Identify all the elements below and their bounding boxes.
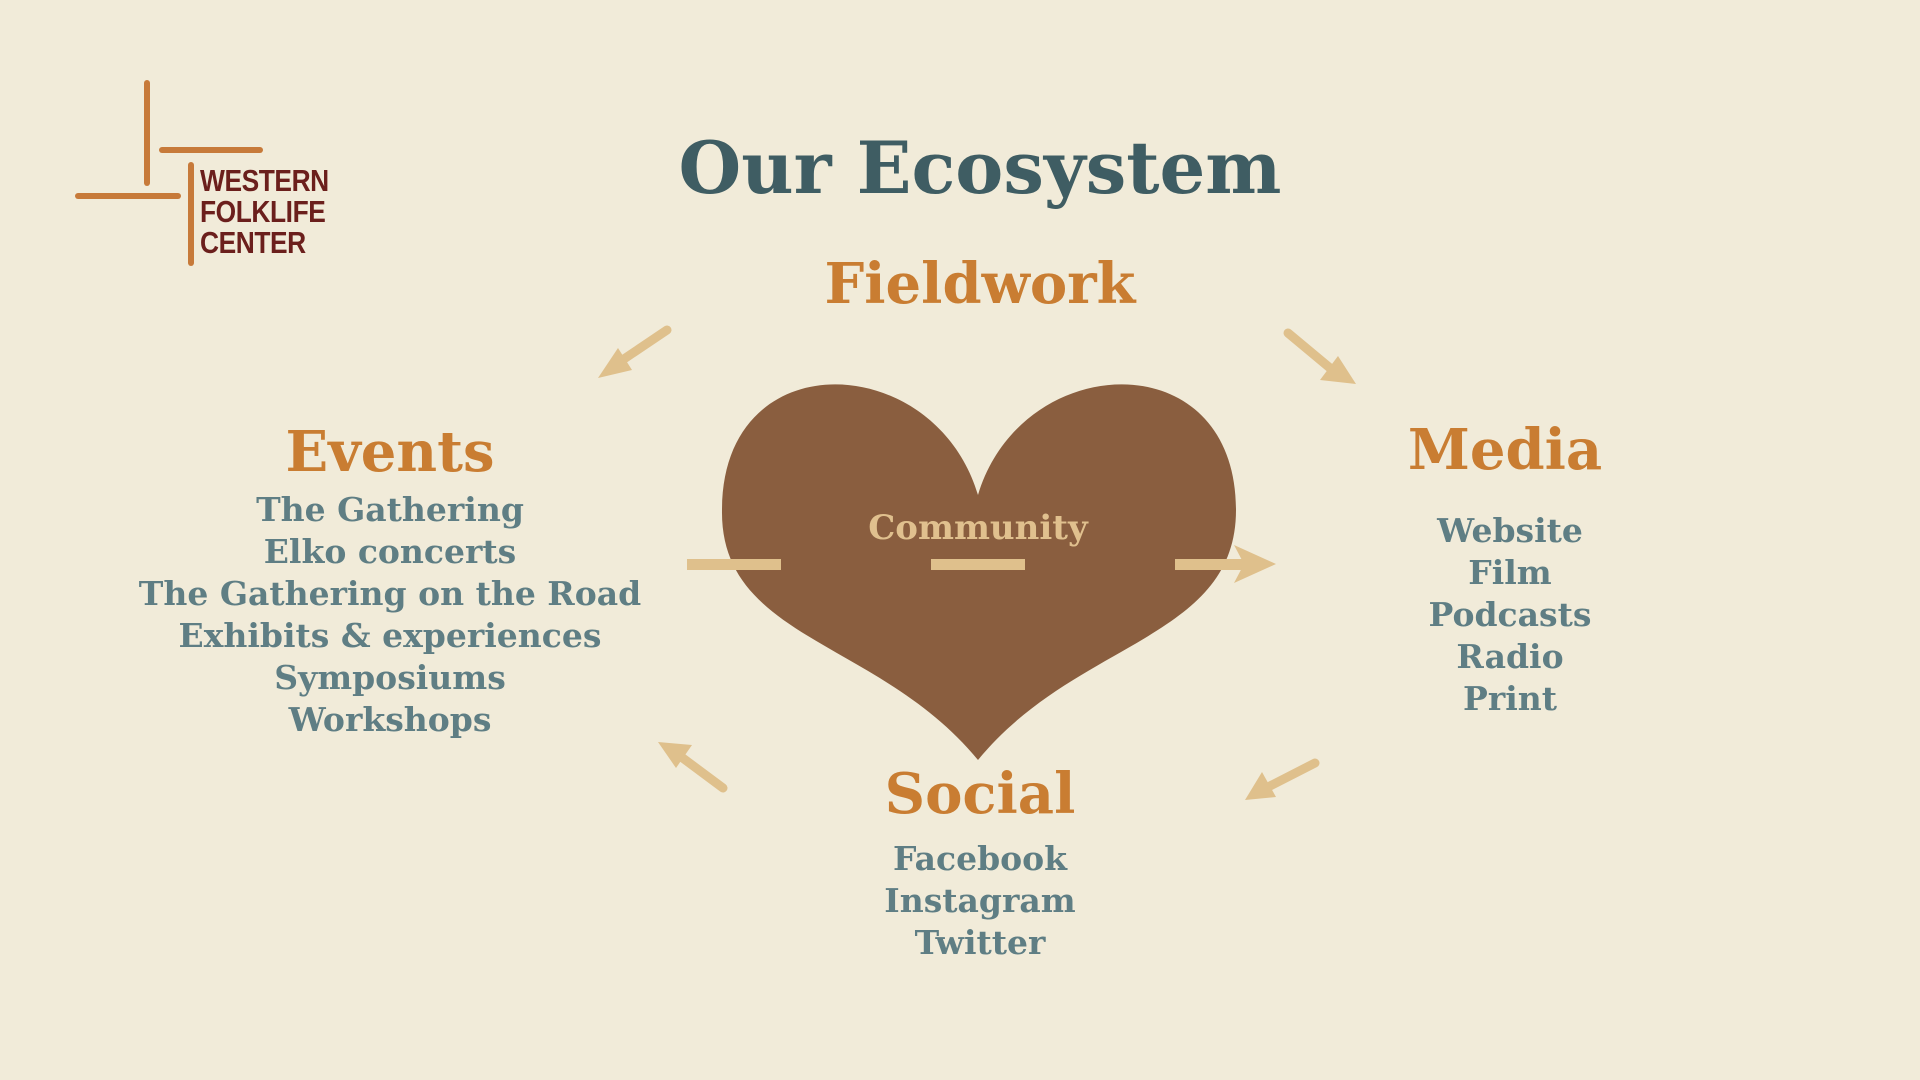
- list-item: Film: [1468, 553, 1552, 592]
- connector-community-center: [931, 559, 1025, 570]
- arrow-fieldwork-to-media: [1283, 328, 1356, 384]
- media-list: Website Film Podcasts Radio Print: [1360, 510, 1660, 720]
- heart-shape: [721, 384, 1236, 760]
- list-item: Elko concerts: [263, 532, 517, 571]
- media-heading: Media: [1407, 417, 1603, 483]
- logo-line-western: WESTERN: [200, 163, 329, 198]
- list-item: Exhibits & experiences: [178, 616, 602, 655]
- list-item: The Gathering on the Road: [138, 574, 642, 613]
- arrow-media-to-social: [1245, 758, 1320, 800]
- list-item: Radio: [1456, 637, 1564, 676]
- list-item: The Gathering: [256, 490, 524, 529]
- list-item: Facebook: [892, 839, 1068, 878]
- list-item: Website: [1437, 511, 1583, 550]
- arrow-community-to-media: [1175, 545, 1276, 583]
- logo-line-folklife: FOLKLIFE: [200, 194, 326, 229]
- list-item: Workshops: [288, 700, 492, 739]
- events-list: The Gathering Elko concerts The Gatherin…: [90, 489, 690, 741]
- list-item: Print: [1463, 679, 1557, 718]
- western-folklife-center-logo: WESTERN FOLKLIFE CENTER: [70, 75, 350, 275]
- social-list: Facebook Instagram Twitter: [780, 838, 1180, 964]
- events-heading: Events: [285, 419, 495, 485]
- logo-line-center: CENTER: [200, 225, 306, 260]
- arrow-fieldwork-to-events: [598, 325, 672, 378]
- list-item: Podcasts: [1428, 595, 1592, 634]
- list-item: Twitter: [914, 923, 1046, 962]
- arrow-social-to-events: [658, 742, 728, 793]
- social-heading: Social: [884, 761, 1076, 827]
- page-title: Our Ecosystem: [678, 125, 1282, 210]
- fieldwork-heading: Fieldwork: [824, 251, 1136, 317]
- list-item: Symposiums: [274, 658, 506, 697]
- connector-events-to-community: [687, 559, 781, 570]
- logo-crosshair-icon: [75, 80, 263, 266]
- list-item: Instagram: [884, 881, 1076, 920]
- community-label: Community: [868, 508, 1088, 548]
